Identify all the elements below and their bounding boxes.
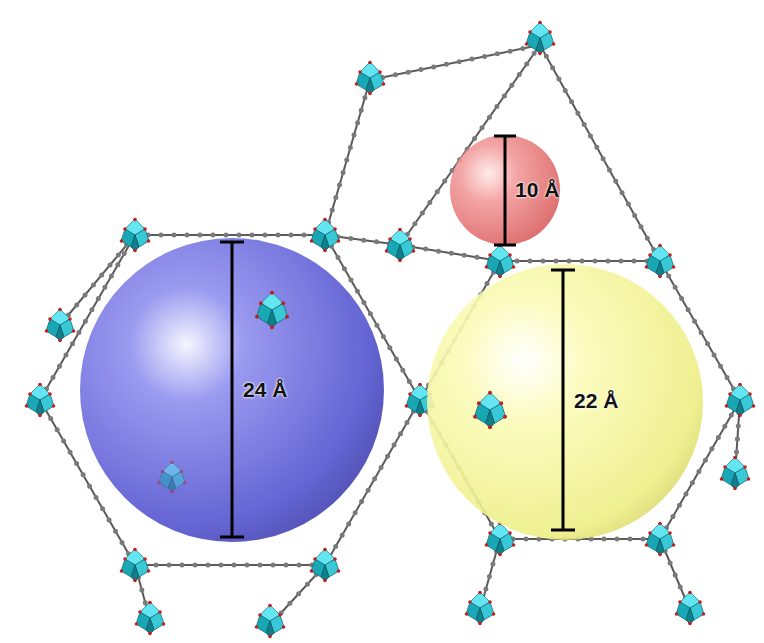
dimension-label: 22 Å bbox=[574, 389, 618, 412]
dimension-label: 10 Å bbox=[515, 178, 559, 201]
dimension-label: 24 Å bbox=[243, 378, 287, 401]
